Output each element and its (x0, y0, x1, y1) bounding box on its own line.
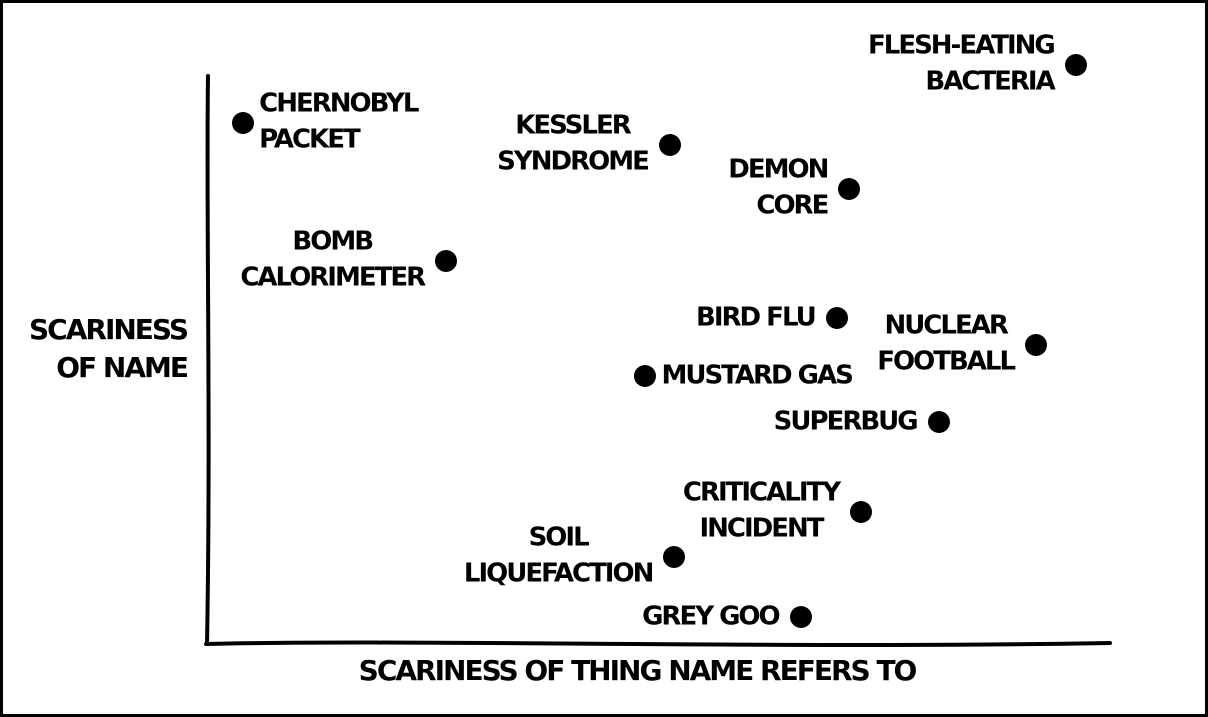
x-axis-line (204, 640, 1112, 647)
scatter-dot-soil-liquefaction (663, 546, 686, 569)
scatter-dot-grey-goo (789, 605, 812, 628)
scatter-dot-nuclear-football (1025, 334, 1048, 357)
scatter-dot-demon-core (838, 178, 861, 201)
y-axis-line (205, 74, 211, 646)
scatter-dot-bomb-calorimeter (435, 250, 458, 273)
scatter-dot-bird-flu (825, 306, 848, 329)
point-label-superbug: SUPERBUG (773, 406, 919, 437)
x-axis-label: SCARINESS OF THING NAME REFERS TO (358, 654, 918, 687)
y-axis-label-line2: OF NAME (56, 351, 189, 384)
point-label-bird-flu: BIRD FLU (696, 302, 817, 333)
scatter-dot-superbug (927, 410, 950, 433)
y-axis-label: SCARINESS OF NAME (29, 311, 189, 387)
y-axis-label-line1: SCARINESS (29, 313, 189, 346)
scatter-dot-flesh-eating-bacteria (1064, 54, 1087, 77)
scatter-dot-mustard-gas (634, 364, 657, 387)
scatter-dot-kessler-syndrome (658, 133, 681, 156)
scatter-dot-chernobyl-packet (232, 112, 255, 135)
scatter-dot-criticality-incident (850, 501, 873, 524)
point-label-mustard-gas: MUSTARD GAS (661, 360, 853, 391)
axes (204, 74, 1112, 647)
point-label-grey-goo: GREY GOO (642, 601, 781, 632)
